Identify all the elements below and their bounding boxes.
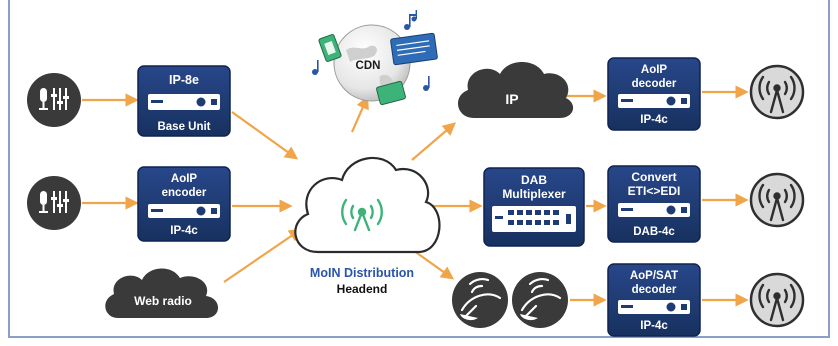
device-dab-multiplexer: DAB Multiplexer bbox=[483, 167, 585, 247]
device-knob-icon bbox=[196, 206, 206, 216]
device-sat-decoder: AoP/SAT decoder IP-4c bbox=[607, 263, 701, 337]
source-mic-mixer-1 bbox=[27, 73, 81, 127]
hub-cloud-outline bbox=[294, 156, 441, 254]
web-radio-label: Web radio bbox=[134, 294, 192, 308]
sat-decoder-title-1: AoP/SAT bbox=[630, 270, 678, 282]
music-note-icon bbox=[312, 60, 319, 75]
device-encoder-sub: IP-4c bbox=[170, 225, 198, 237]
satellite-dishes bbox=[452, 272, 568, 328]
dab-mux-line1: DAB bbox=[521, 173, 547, 187]
dab-mux-line2: Multiplexer bbox=[502, 187, 566, 201]
device-encoder-title-2: encoder bbox=[162, 187, 207, 199]
antenna-2 bbox=[749, 172, 805, 228]
device-knob-icon bbox=[666, 205, 676, 215]
hub-subtitle: Headend bbox=[337, 282, 388, 296]
microphone-mixer-icon bbox=[39, 191, 69, 213]
converter-sub: DAB-4c bbox=[633, 226, 675, 238]
frame-border bbox=[8, 0, 830, 338]
device-knob-icon bbox=[666, 96, 676, 106]
device-aoip-decoder: AoIP decoder IP-4c bbox=[607, 57, 701, 131]
arrow-webradio-to-hub bbox=[223, 228, 303, 283]
microphone-mixer-icon bbox=[39, 88, 69, 110]
cdn-globe: CDN bbox=[312, 10, 438, 106]
device-aoip-encoder: AoIP encoder IP-4c bbox=[137, 166, 231, 242]
converter-title-2: ETI<>EDI bbox=[628, 184, 681, 198]
music-note-icon bbox=[423, 76, 430, 91]
arrow-hub-to-cdn bbox=[350, 95, 369, 133]
source-mic-mixer-2 bbox=[27, 176, 81, 230]
satellite-dish-icon bbox=[452, 272, 508, 328]
connection-arrows bbox=[82, 85, 749, 307]
cdn-label: CDN bbox=[356, 60, 381, 72]
ip-cloud-label: IP bbox=[505, 91, 518, 107]
sat-decoder-sub: IP-4c bbox=[640, 320, 668, 332]
distribution-tower-icon bbox=[341, 198, 383, 232]
aoip-decoder-sub: IP-4c bbox=[640, 114, 668, 126]
music-note-icon bbox=[404, 10, 417, 30]
antenna-1 bbox=[749, 64, 805, 120]
arrow-ip8e-to-hub bbox=[231, 111, 299, 160]
aoip-decoder-title-2: decoder bbox=[632, 78, 677, 90]
dab-mux-panel bbox=[492, 206, 576, 232]
device-knob-icon bbox=[196, 97, 206, 107]
satellite-dish-icon bbox=[512, 272, 568, 328]
ip-cloud: IP bbox=[457, 62, 574, 118]
device-encoder-title-1: AoIP bbox=[171, 173, 198, 185]
device-ip8e-title: IP-8e bbox=[169, 73, 199, 87]
hub-title: MoIN Distribution bbox=[310, 266, 414, 280]
web-radio-cloud: Web radio bbox=[105, 268, 218, 318]
aoip-decoder-title-1: AoIP bbox=[641, 64, 668, 76]
device-knob-icon bbox=[666, 302, 676, 312]
sat-decoder-title-2: decoder bbox=[632, 284, 677, 296]
screen-icon bbox=[376, 80, 406, 106]
device-ip8e-sub: Base Unit bbox=[157, 121, 210, 133]
tablet-icon bbox=[390, 32, 438, 66]
antenna-3 bbox=[749, 272, 805, 328]
converter-title-1: Convert bbox=[631, 170, 676, 184]
device-converter: Convert ETI<>EDI DAB-4c bbox=[607, 165, 701, 243]
device-ip8e: IP-8e Base Unit bbox=[137, 65, 231, 137]
distribution-hub: MoIN Distribution Headend bbox=[294, 156, 441, 296]
arrow-hub-to-ip bbox=[411, 122, 457, 161]
